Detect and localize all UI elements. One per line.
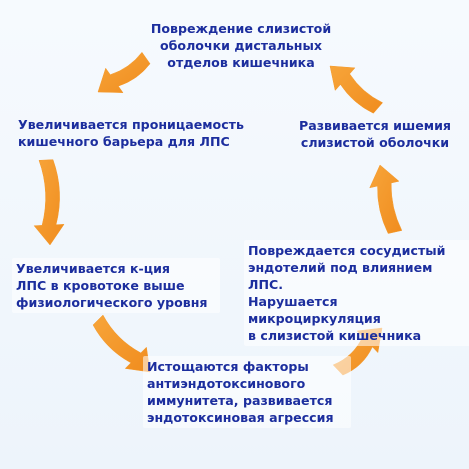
node-immunity-depletion: Истощаются факторы антиэндотоксинового и… bbox=[143, 356, 351, 428]
arrow-mucosa-to-permeability bbox=[97, 51, 151, 93]
node-lps-increase: Увеличивается к-ция ЛПС в кровотоке выше… bbox=[12, 258, 220, 313]
node-endothelium-damage: Повреждается сосудистый эндотелий под вл… bbox=[244, 240, 469, 346]
node-permeability: Увеличивается проницаемость кишечного ба… bbox=[18, 117, 244, 149]
arrow-lps-to-immunity bbox=[92, 314, 151, 373]
arrow-permeability-to-lps bbox=[33, 159, 65, 246]
arrow-endothelium-to-ischemia bbox=[369, 164, 403, 234]
node-ischemia: Развивается ишемия слизистой оболочки bbox=[298, 118, 452, 150]
node-mucosa-damage: Повреждение слизистой оболочки дистальны… bbox=[150, 21, 332, 70]
arrow-ischemia-to-mucosa bbox=[329, 65, 384, 114]
